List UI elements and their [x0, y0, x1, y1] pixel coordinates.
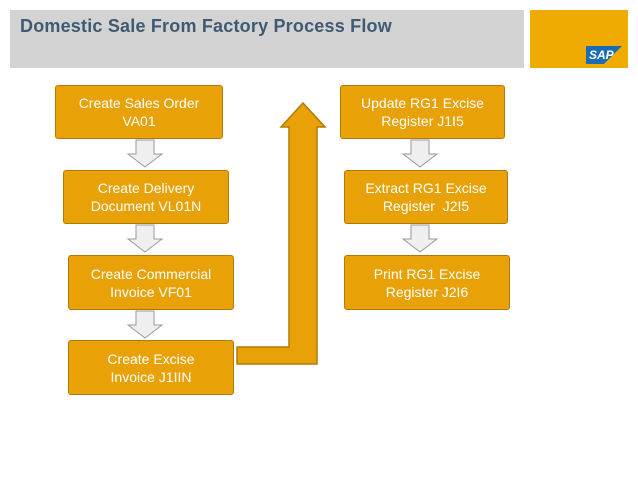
step-label-line2: VA01 [122, 113, 156, 129]
down-arrow-5 [401, 224, 439, 253]
down-arrow-1 [126, 139, 164, 168]
step-create-sales-order: Create Sales Order VA01 [55, 85, 223, 139]
down-arrow-4 [401, 139, 439, 168]
step-label-line2: Invoice VF01 [110, 283, 192, 300]
step-label-line2: Invoice J1IIN [110, 368, 192, 385]
step-label-line1: Extract RG1 Excise [365, 180, 487, 196]
step-create-delivery: Create Delivery Document VL01N [63, 170, 229, 224]
step-label-line1: Print RG1 Excise [373, 265, 481, 282]
step-label-line2: Register J1I5 [381, 113, 464, 129]
sap-logo-text: SAP [589, 48, 614, 62]
page-title: Domestic Sale From Factory Process Flow [20, 16, 392, 36]
step-label-line2: Register J2I6 [385, 283, 469, 300]
sap-logo: SAP [586, 46, 622, 64]
down-arrow-3 [126, 310, 164, 339]
step-label-line2: Register J2I5 [382, 198, 470, 214]
step-update-rg1-register: Update RG1 Excise Register J1I5 [340, 85, 505, 139]
step-create-excise-invoice: Create Excise Invoice J1IIN [68, 340, 234, 395]
step-extract-rg1-register: Extract RG1 Excise Register J2I5 [344, 170, 508, 224]
step-label-line2: Document VL01N [90, 198, 202, 214]
step-label-line1: Create Delivery [97, 180, 195, 196]
sap-logo-shape [586, 46, 622, 64]
bent-up-arrow [236, 101, 327, 365]
down-arrow-2 [126, 224, 164, 253]
step-print-rg1-register: Print RG1 Excise Register J2I6 [344, 255, 510, 310]
step-label-line1: Create Excise [107, 350, 195, 367]
logo-block: SAP [530, 10, 628, 68]
step-label-line1: Update RG1 Excise [361, 95, 484, 111]
step-label-line1: Create Commercial [90, 265, 212, 282]
step-label-line1: Create Sales Order [78, 95, 200, 111]
step-create-commercial-invoice: Create Commercial Invoice VF01 [68, 255, 234, 310]
title-bar: Domestic Sale From Factory Process Flow [10, 10, 524, 68]
